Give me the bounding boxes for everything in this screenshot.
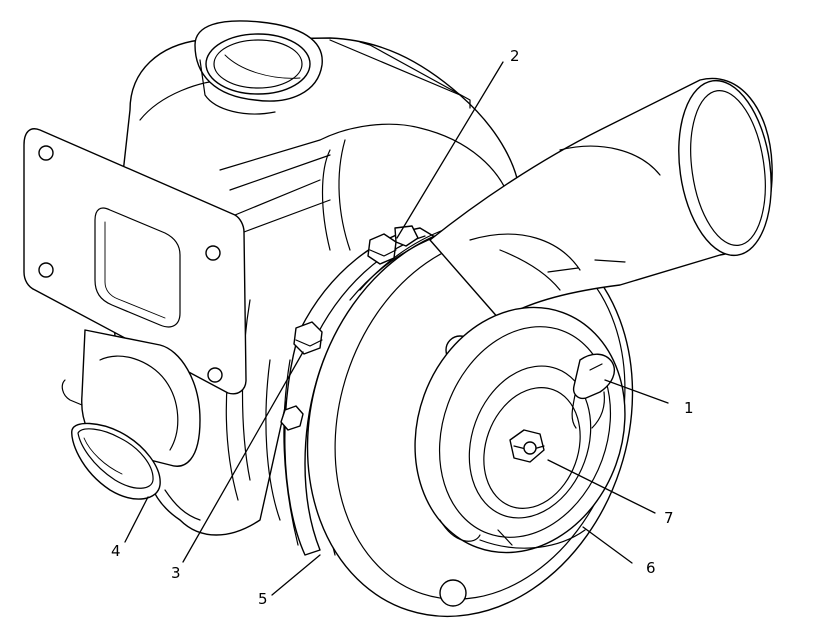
leader-5 [271,554,321,596]
callout-1: 1 [684,399,694,417]
oil-drain-port [61,329,201,521]
leader-2 [396,61,504,239]
callout-2: 2 [510,47,520,65]
leader-1 [604,379,669,404]
leader-4 [124,496,149,543]
callout-3: 3 [171,564,181,582]
callout-leaders [124,61,669,596]
clamp-plate [479,529,586,549]
leader-7 [547,459,656,514]
leader-6 [582,526,633,564]
inlet-flange [23,128,331,395]
compressor-inlet [414,306,626,554]
exhaust-outlet-ring [194,20,323,115]
callout-5: 5 [258,590,268,608]
callout-labels: 1 2 3 4 5 6 7 [111,47,694,608]
callout-7: 7 [664,509,674,527]
callout-4: 4 [111,542,121,560]
leader-3 [182,351,304,563]
retaining-clip [571,353,616,429]
shaft-nut [509,429,545,463]
compressor-outlet-duct [429,77,773,321]
callout-6: 6 [646,559,656,577]
